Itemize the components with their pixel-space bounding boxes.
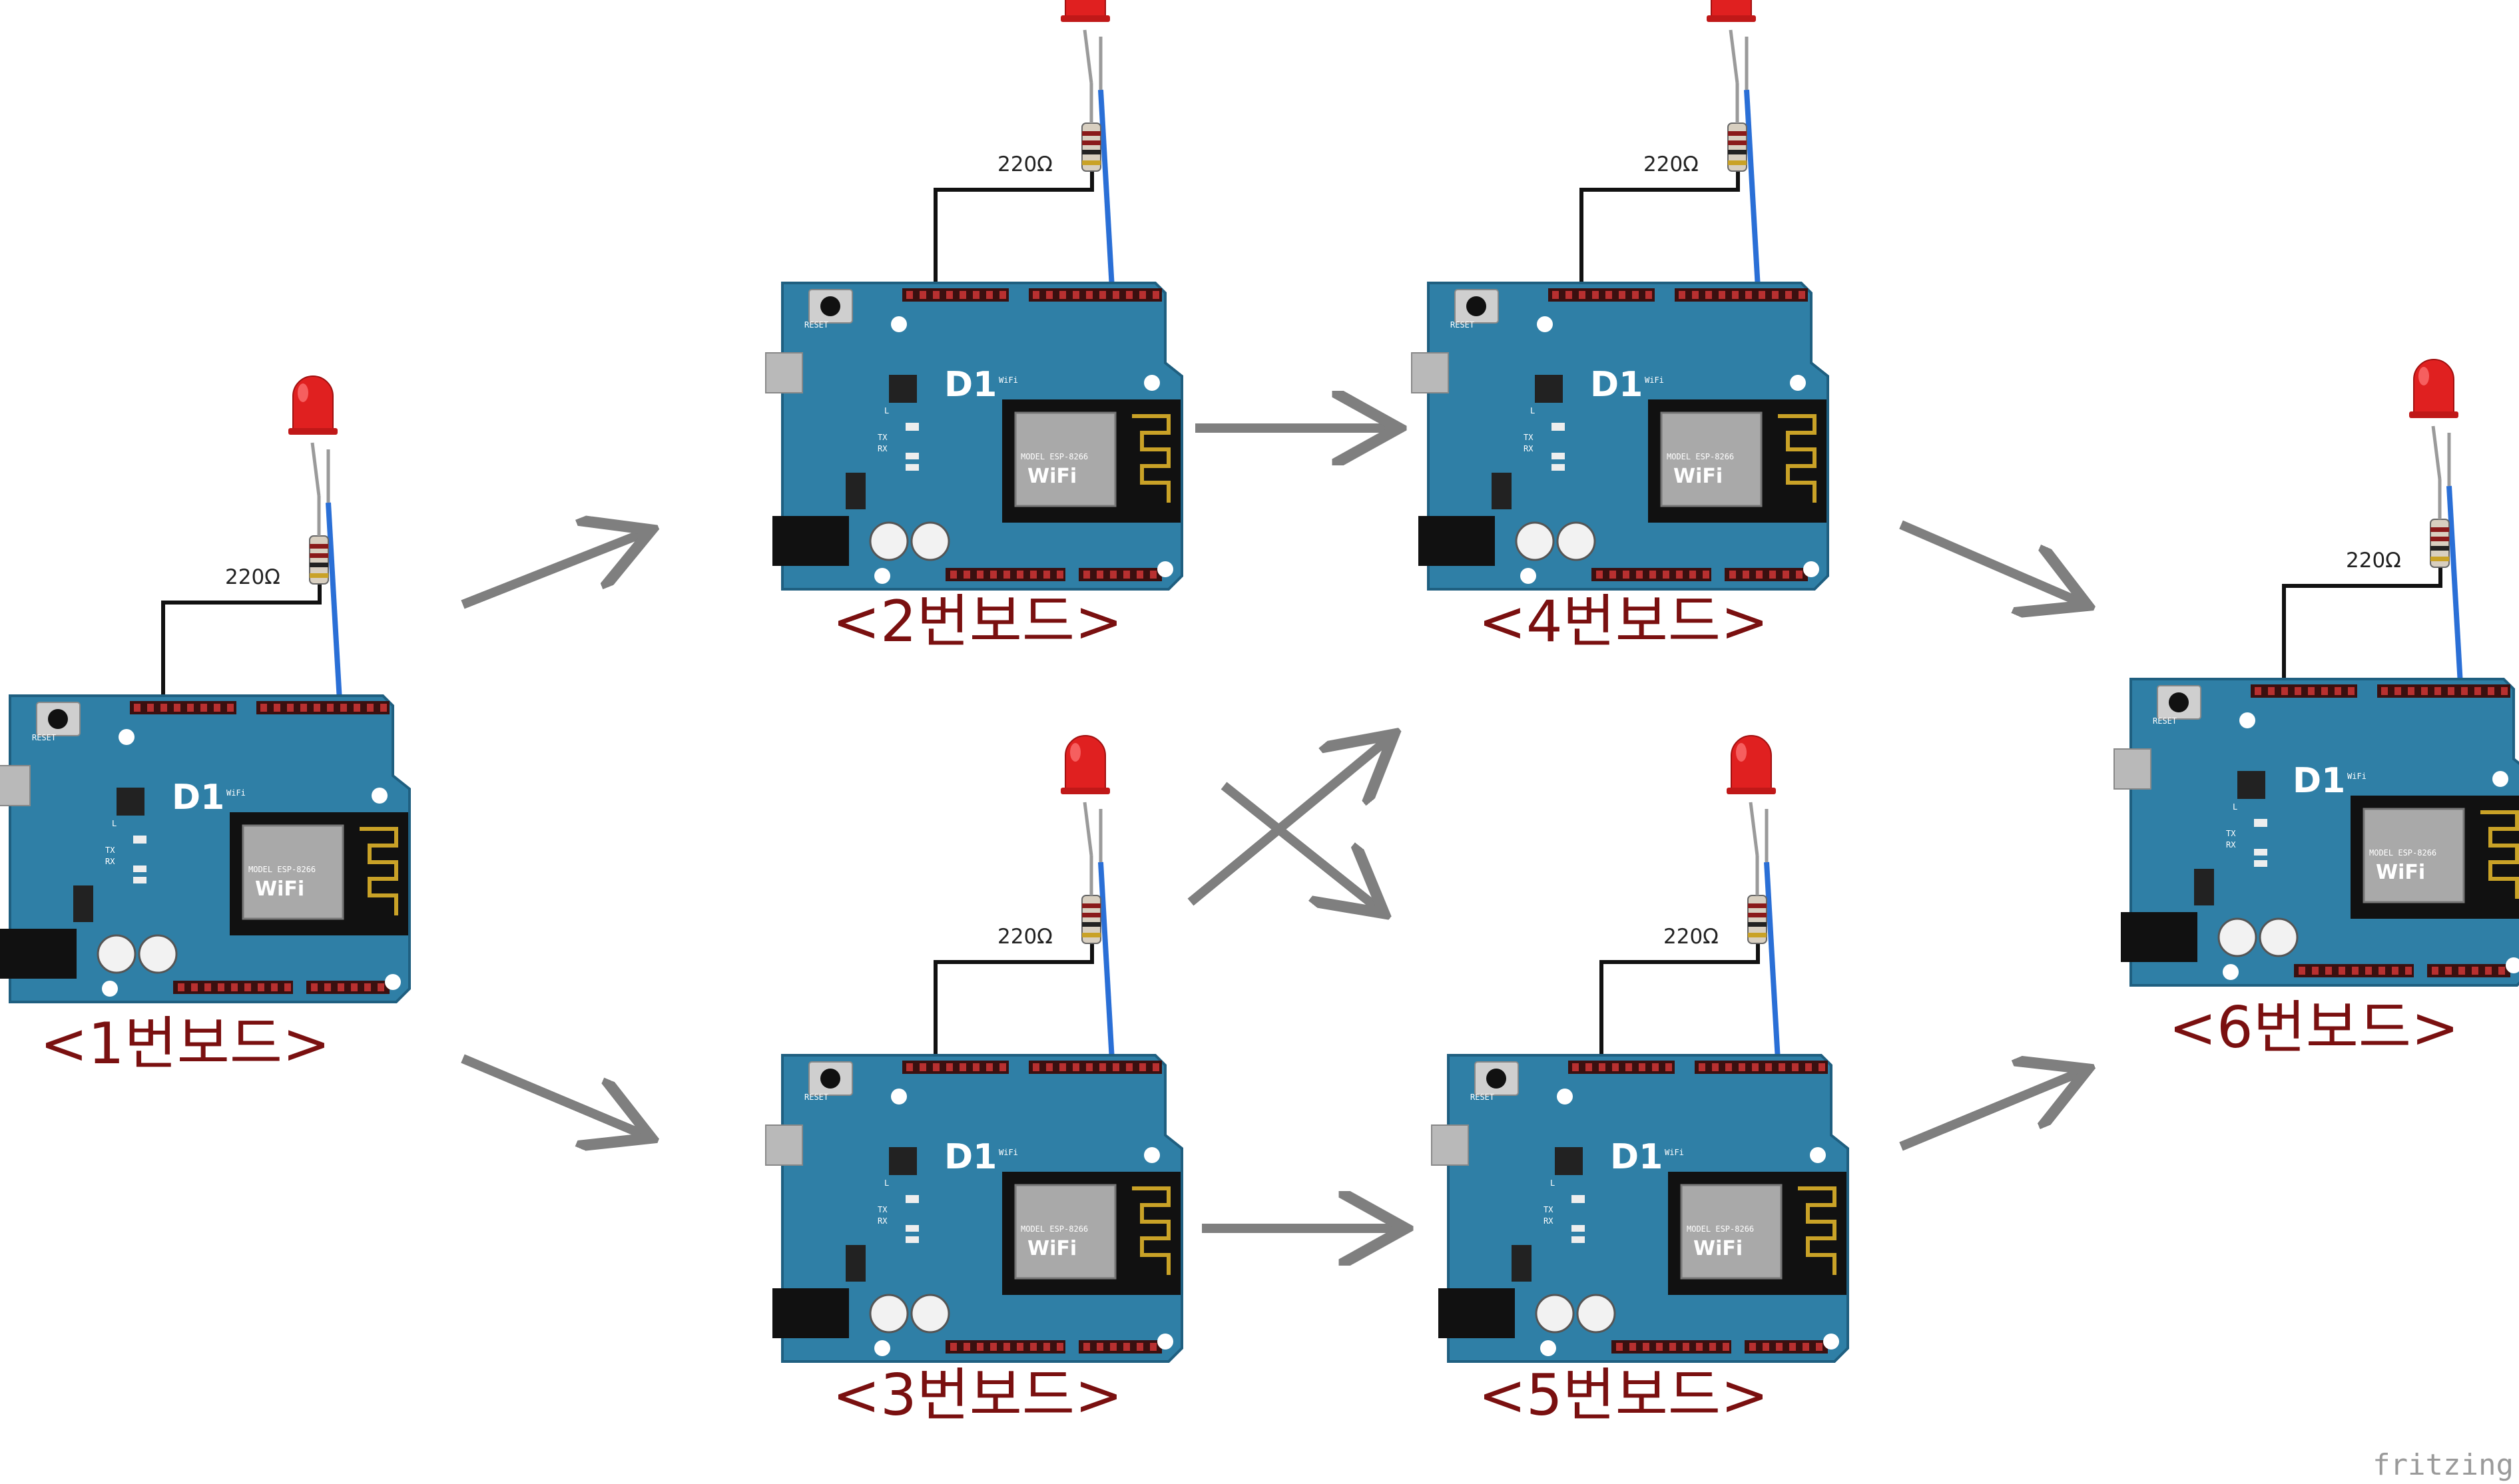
board-node-6: D1 RESET L TX RX WiFi MODEL ESP-8266 WiF… — [2114, 360, 2519, 1061]
board-wifi-label: WiFi — [1665, 1148, 1684, 1157]
rx-label: RX — [1543, 1216, 1553, 1226]
board-label: <6번보드> — [2169, 995, 2459, 1061]
rx-label: RX — [105, 857, 115, 866]
reset-label: RESET — [32, 733, 56, 742]
led-label: L — [884, 406, 889, 415]
module-model: MODEL ESP-8266 — [1021, 452, 1088, 461]
edges — [461, 428, 2081, 1228]
rx-label: RX — [2226, 840, 2236, 850]
led-label: L — [1530, 406, 1535, 415]
rx-label: RX — [1524, 444, 1534, 453]
led-label: L — [884, 1178, 889, 1188]
tx-label: TX — [105, 846, 115, 855]
wemos-d1-board-6 — [2114, 360, 2519, 985]
module-wifi: WiFi — [1673, 465, 1723, 488]
reset-label: RESET — [1470, 1093, 1494, 1102]
edge-2-5 — [1221, 782, 1378, 909]
tx-label: TX — [878, 433, 888, 442]
board-logo: D1 — [1590, 365, 1643, 405]
resistor-label: 220Ω — [1663, 925, 1719, 949]
reset-label: RESET — [2153, 716, 2177, 726]
board-logo: D1 — [944, 1137, 997, 1177]
board-node-4: D1 RESET L TX RX WiFi MODEL ESP-8266 WiF… — [1412, 0, 1828, 655]
board-node-1: D1 RESET L TX RX WiFi MODEL ESP-8266 WiF… — [0, 376, 410, 1077]
reset-label: RESET — [804, 1093, 828, 1102]
board-label: <1번보드> — [40, 1011, 330, 1077]
board-label: <2번보드> — [832, 589, 1123, 655]
module-model: MODEL ESP-8266 — [2369, 848, 2436, 858]
board-label: <3번보드> — [832, 1362, 1123, 1429]
board-label: <5번보드> — [1478, 1362, 1769, 1429]
board-wifi-label: WiFi — [999, 1148, 1018, 1157]
module-wifi: WiFi — [1027, 1237, 1077, 1260]
tx-label: TX — [878, 1205, 888, 1214]
resistor-label: 220Ω — [1643, 152, 1699, 176]
tx-label: TX — [1543, 1205, 1553, 1214]
resistor-label: 220Ω — [997, 925, 1053, 949]
board-wifi-label: WiFi — [1645, 375, 1664, 385]
module-wifi: WiFi — [255, 877, 304, 901]
edge-3-4 — [1187, 739, 1388, 906]
module-model: MODEL ESP-8266 — [1667, 452, 1734, 461]
module-wifi: WiFi — [1027, 465, 1077, 488]
board-wifi-label: WiFi — [226, 788, 246, 798]
edge-1-2 — [461, 533, 645, 609]
module-model: MODEL ESP-8266 — [248, 865, 316, 874]
board-wifi-label: WiFi — [999, 375, 1018, 385]
tx-label: TX — [1524, 433, 1534, 442]
wemos-d1-board-1 — [0, 376, 410, 1002]
resistor-label: 220Ω — [997, 152, 1053, 176]
wemos-d1-board-4 — [1412, 0, 1828, 589]
board-logo: D1 — [944, 365, 997, 405]
led-label: L — [1550, 1178, 1555, 1188]
resistor-label: 220Ω — [2346, 549, 2401, 573]
led-label: L — [2233, 802, 2237, 812]
module-model: MODEL ESP-8266 — [1021, 1224, 1088, 1234]
board-wifi-label: WiFi — [2347, 772, 2367, 781]
edge-1-3 — [461, 1054, 645, 1135]
board-node-5: D1 RESET L TX RX WiFi MODEL ESP-8266 WiF… — [1432, 736, 1848, 1429]
wemos-d1-board-5 — [1432, 736, 1848, 1361]
board-logo: D1 — [172, 778, 224, 818]
board-logo: D1 — [2293, 761, 2345, 801]
board-node-2: D1 RESET L TX RX WiFi MODEL ESP-8266 WiF… — [766, 0, 1182, 655]
edge-4-6 — [1899, 520, 2081, 603]
led-label: L — [112, 819, 117, 828]
board-logo: D1 — [1610, 1137, 1663, 1177]
board-label: <4번보드> — [1478, 589, 1769, 655]
reset-label: RESET — [804, 320, 828, 330]
module-model: MODEL ESP-8266 — [1687, 1224, 1754, 1234]
fritzing-watermark: fritzing — [2373, 1448, 2514, 1482]
board-node-3: D1 RESET L TX RX WiFi MODEL ESP-8266 WiF… — [766, 736, 1182, 1429]
wemos-d1-board-3 — [766, 736, 1182, 1361]
module-wifi: WiFi — [2376, 861, 2425, 884]
wemos-d1-board-2 — [766, 0, 1182, 589]
module-wifi: WiFi — [1693, 1237, 1743, 1260]
tx-label: TX — [2226, 829, 2236, 838]
edge-5-6 — [1899, 1072, 2081, 1151]
rx-label: RX — [878, 1216, 888, 1226]
reset-label: RESET — [1450, 320, 1474, 330]
resistor-label: 220Ω — [225, 565, 280, 589]
rx-label: RX — [878, 444, 888, 453]
